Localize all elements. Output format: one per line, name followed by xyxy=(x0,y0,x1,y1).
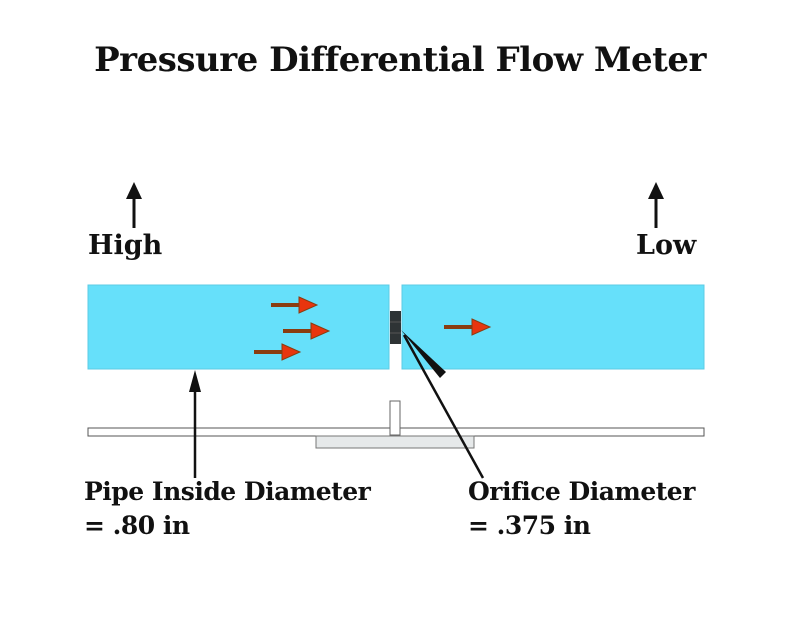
upstream-pipe-section xyxy=(87,284,390,370)
high-pressure-arrow-icon xyxy=(126,182,142,228)
low-pressure-label: Low xyxy=(636,230,697,261)
flow-arrow-icon xyxy=(283,322,331,340)
high-pressure-label: High xyxy=(88,230,163,261)
pipe-diameter-pointer-icon xyxy=(189,370,201,478)
flow-arrow-icon xyxy=(444,318,492,336)
low-pressure-arrow-icon xyxy=(648,182,664,228)
diagram-title: Pressure Differential Flow Meter xyxy=(94,40,706,80)
flow-arrows xyxy=(254,296,492,361)
pipe-diameter-callout: Pipe Inside Diameter = .80 in xyxy=(84,475,371,543)
orifice-diameter-label: Orifice Diameter xyxy=(468,477,695,506)
orifice-diameter-callout: Orifice Diameter = .375 in xyxy=(468,475,695,543)
orifice-plate xyxy=(390,285,401,369)
flow-arrow-icon xyxy=(271,296,319,314)
pipe-diameter-label: Pipe Inside Diameter xyxy=(84,477,371,506)
orifice-diameter-pointer-icon xyxy=(401,330,485,479)
mounting-base xyxy=(87,400,705,449)
pipe-diameter-value: = .80 in xyxy=(84,511,190,540)
flow-arrow-icon xyxy=(254,343,302,361)
orifice-diameter-value: = .375 in xyxy=(468,511,591,540)
